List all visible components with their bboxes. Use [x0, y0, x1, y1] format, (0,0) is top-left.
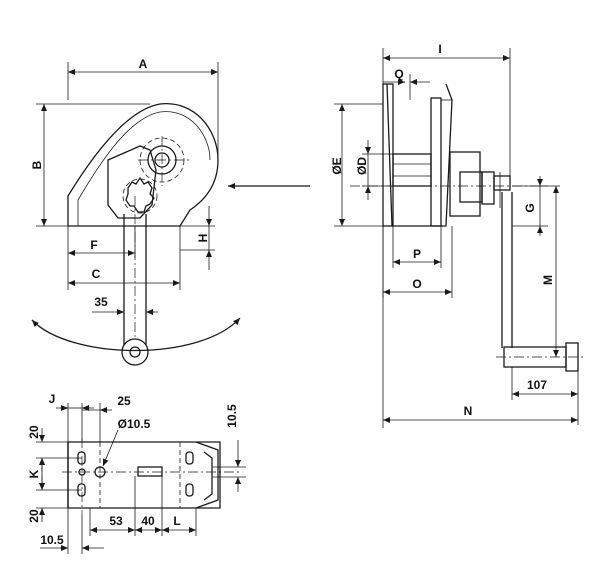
dimension-hole-diameter: Ø10.5	[102, 417, 151, 467]
label-40: 40	[141, 514, 155, 528]
label-N: N	[464, 404, 473, 418]
dimension-10-5-right: 10.5	[212, 404, 246, 492]
dimension-OD: ØD	[355, 140, 393, 200]
front-view: I Q ØE ØD P	[330, 42, 586, 428]
mounting-slot	[185, 451, 194, 465]
label-20-top: 20	[27, 425, 41, 439]
label-F: F	[90, 238, 97, 252]
label-hole: Ø10.5	[118, 417, 151, 431]
drum-flange-right	[430, 97, 442, 227]
dimension-I: I	[382, 42, 511, 176]
dimension-K: K	[27, 458, 82, 491]
label-107: 107	[527, 378, 547, 392]
mounting-slot	[185, 483, 194, 497]
dimension-107: 107	[511, 367, 579, 425]
label-10-5-right: 10.5	[225, 404, 239, 428]
dimension-20-bottom: 20	[27, 476, 68, 523]
label-K: K	[27, 469, 41, 478]
label-10-5-bottom: 10.5	[40, 533, 64, 547]
label-M: M	[541, 275, 555, 285]
winch-frame	[386, 83, 453, 227]
shaft-stub	[137, 466, 163, 477]
dimension-H: H	[180, 206, 215, 270]
label-J: J	[49, 392, 56, 406]
dimension-20-top: 20	[27, 425, 82, 472]
ratchet-wheel	[125, 176, 155, 213]
label-A: A	[139, 57, 148, 71]
side-view: A B H F C	[30, 57, 310, 366]
label-OD: ØD	[355, 157, 369, 175]
base-plate-view: J 25 Ø10.5 10.5 20	[27, 392, 246, 554]
dimension-N: N	[382, 226, 578, 428]
label-B: B	[30, 160, 44, 169]
gear-box	[449, 151, 481, 217]
label-L: L	[173, 514, 180, 528]
dimension-C: C	[68, 226, 181, 290]
label-25: 25	[117, 394, 131, 408]
label-I: I	[438, 42, 441, 56]
dimension-A: A	[67, 57, 219, 155]
winch-housing	[67, 103, 219, 227]
label-P: P	[413, 247, 421, 261]
dimension-OE: ØE	[330, 103, 383, 227]
dimension-J: J	[49, 392, 94, 442]
gear-cover	[481, 171, 495, 205]
dimension-10-5-bottom: 10.5	[40, 508, 104, 554]
label-53: 53	[109, 514, 123, 528]
crank-shaft	[493, 175, 511, 191]
dimension-B: B	[30, 103, 150, 227]
dimension-G: G	[512, 176, 548, 236]
crank-swing-arc	[31, 317, 241, 352]
drum-core	[392, 153, 432, 187]
dimension-25: 25	[82, 394, 131, 442]
dimension-Q: Q	[383, 67, 430, 100]
label-C: C	[92, 267, 101, 281]
label-G: G	[523, 203, 537, 212]
dimension-35: 35	[92, 295, 158, 318]
dimension-F: F	[67, 226, 136, 290]
label-35: 35	[94, 295, 108, 309]
base-plate	[67, 441, 221, 509]
label-O: O	[412, 277, 421, 291]
dimension-M: M	[540, 185, 560, 357]
dimension-P: P	[392, 226, 442, 268]
label-OE: ØE	[330, 157, 344, 174]
label-H: H	[196, 234, 210, 243]
gear-plate	[107, 145, 157, 219]
label-Q: Q	[394, 67, 403, 81]
label-20-bottom: 20	[27, 509, 41, 523]
dimension-53-40-L: 53 40 L	[89, 476, 197, 536]
crank-handle-boss	[121, 338, 149, 366]
